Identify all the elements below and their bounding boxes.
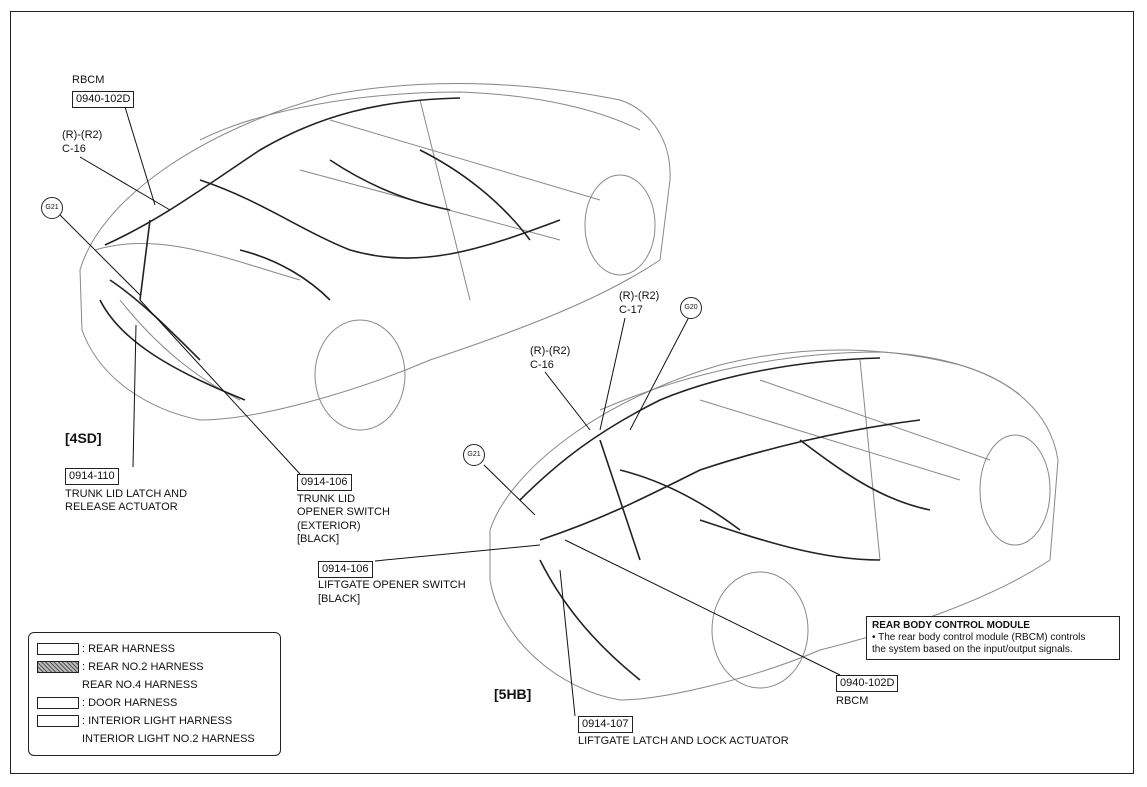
sedan-c16-label: C-16 [62,143,86,155]
hatch-r-r2-c17-label: (R)-(R2) [619,290,660,302]
hatch-rbcm-name: RBCM [836,695,869,707]
hatch-ground-g21: G21 [463,444,485,466]
sedan-variant-label: [4SD] [65,430,102,446]
hatch-c17-label: C-17 [619,304,643,316]
trunk-opener-desc-4: [BLACK] [297,533,340,545]
legend-item-door-harness: : DOOR HARNESS [37,697,177,710]
sedan-ground-g21: G21 [41,197,63,219]
hatch-outline [489,349,1059,701]
callout-lines [59,106,841,717]
legend-swatch-none [37,679,79,691]
info-title: REAR BODY CONTROL MODULE [872,620,1030,631]
info-line-1: • The rear body control module (RBCM) co… [872,632,1086,643]
trunk-opener-code: 0914-106 [297,474,352,491]
legend-swatch-outline [37,715,79,728]
sedan-harness [99,97,561,401]
legend-swatch-outline [37,643,79,656]
sedan-r-r2-label: (R)-(R2) [62,129,103,141]
liftgate-latch-code: 0914-107 [578,716,633,733]
legend-label: : REAR NO.2 HARNESS [82,661,204,673]
sedan-rbcm-name: RBCM [72,74,105,86]
legend-swatch-outline [37,697,79,710]
legend-swatch-hatched [37,661,79,674]
hatch-rbcm-code: 0940-102D [836,675,899,692]
sedan-rbcm-code: 0940-102D [72,91,135,108]
legend-label: REAR NO.4 HARNESS [82,679,198,691]
harness-legend: : REAR HARNESS : REAR NO.2 HARNESS REAR … [28,632,281,756]
liftgate-opener-code: 0914-106 [318,561,373,578]
trunk-opener-desc-3: (EXTERIOR) [297,520,361,532]
legend-swatch-none [37,733,79,745]
diagram-frame [10,11,1134,774]
legend-label: INTERIOR LIGHT NO.2 HARNESS [82,733,255,745]
legend-item-rear-no2-harness: : REAR NO.2 HARNESS [37,661,204,674]
trunk-latch-desc-2: RELEASE ACTUATOR [65,501,178,513]
rbcm-info-box: REAR BODY CONTROL MODULE • The rear body… [866,616,1120,660]
hatch-r-r2-c16-label: (R)-(R2) [530,345,571,357]
liftgate-opener-desc-1: LIFTGATE OPENER SWITCH [318,579,466,591]
legend-label: : DOOR HARNESS [82,697,178,709]
legend-item-interior-light-harness: : INTERIOR LIGHT HARNESS [37,715,232,728]
trunk-opener-desc-1: TRUNK LID [297,493,356,505]
liftgate-opener-desc-2: [BLACK] [318,593,361,605]
hatch-variant-label: [5HB] [494,686,532,702]
info-line-2: the system based on the input/output sig… [872,644,1073,655]
liftgate-latch-desc: LIFTGATE LATCH AND LOCK ACTUATOR [578,735,789,747]
trunk-latch-desc-1: TRUNK LID LATCH AND [65,488,188,500]
legend-label: : INTERIOR LIGHT HARNESS [82,715,233,727]
legend-item-interior-light-no2-harness: INTERIOR LIGHT NO.2 HARNESS [37,733,255,746]
hatch-harness [519,357,931,681]
sedan-outline [79,83,671,431]
hatch-ground-g20: G20 [680,297,702,319]
trunk-latch-code: 0914-110 [65,468,119,485]
legend-label: : REAR HARNESS [82,643,175,655]
trunk-opener-desc-2: OPENER SWITCH [297,506,390,518]
legend-item-rear-harness: : REAR HARNESS [37,643,175,656]
hatch-c16-label: C-16 [530,359,554,371]
legend-item-rear-no4-harness: REAR NO.4 HARNESS [37,679,198,692]
